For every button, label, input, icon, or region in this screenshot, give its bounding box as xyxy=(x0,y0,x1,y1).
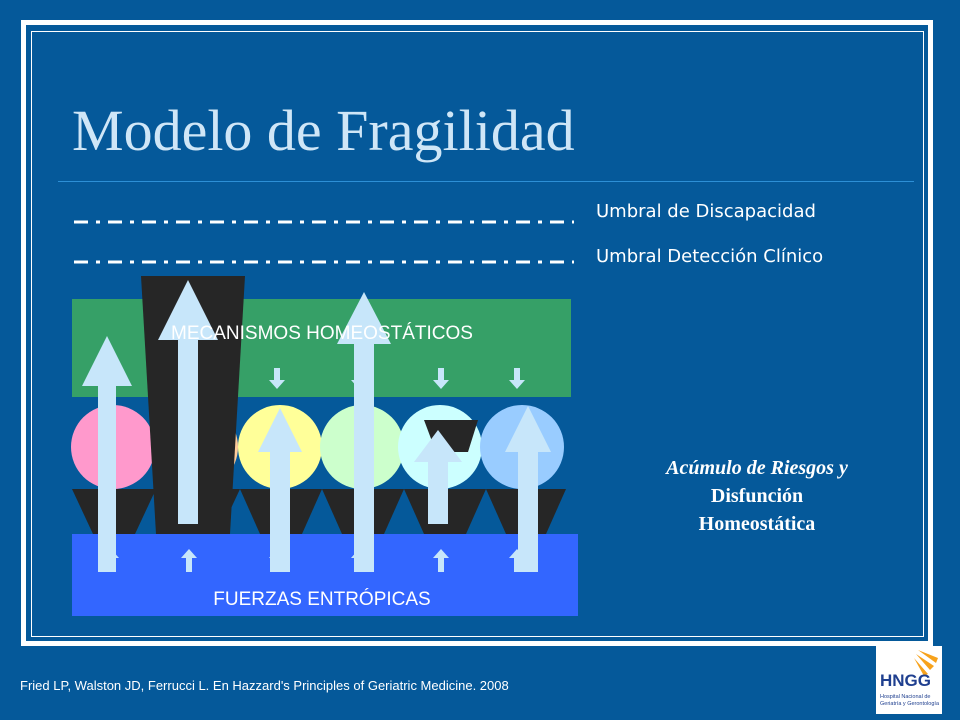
logo-text: HNGG xyxy=(880,671,931,690)
disability-threshold-label: Umbral de Discapacidad xyxy=(596,201,816,222)
down-arrow xyxy=(269,368,285,389)
down-arrow xyxy=(433,368,449,389)
hngg-logo: HNGG Hospital Nacional de Geriatría y Ge… xyxy=(876,646,942,714)
up-arrow xyxy=(181,549,197,572)
citation: Fried LP, Walston JD, Ferrucci L. En Haz… xyxy=(20,678,509,693)
large-arrow xyxy=(337,292,391,572)
large-arrow xyxy=(82,336,132,572)
slide-inner-frame xyxy=(31,31,924,637)
accumulation-line-3: Homeostática xyxy=(698,513,816,535)
entropic-large-arrows xyxy=(82,280,551,572)
logo-subtext-2: Geriatría y Gerontología xyxy=(880,701,940,707)
large-arrow xyxy=(505,406,551,572)
large-arrow xyxy=(158,280,218,524)
entropic-band-label: FUERZAS ENTRÓPICAS xyxy=(213,589,431,610)
down-arrow xyxy=(509,368,525,389)
accumulation-text: Acúmulo de Riesgos y Disfunción Homeostá… xyxy=(626,454,888,538)
up-arrow xyxy=(433,549,449,572)
slide-outer-frame xyxy=(21,20,933,646)
slide-title: Modelo de Fragilidad xyxy=(72,98,575,163)
funnel-group xyxy=(72,489,566,534)
large-arrow xyxy=(414,430,462,524)
accumulation-line-1: Acúmulo de Riesgos y xyxy=(666,457,848,479)
homeostatic-band-label: MECANISMOS HOMEOSTÁTICOS xyxy=(171,323,473,344)
title-underline xyxy=(58,181,914,182)
logo-subtext-1: Hospital Nacional de xyxy=(880,694,930,700)
reserve-circles xyxy=(71,405,564,489)
large-arrow xyxy=(258,408,302,572)
entropic-band xyxy=(72,534,578,616)
hngg-logo-mark: HNGG Hospital Nacional de Geriatría y Ge… xyxy=(880,650,940,707)
clinical-threshold-label: Umbral Detección Clínico xyxy=(596,246,824,267)
accumulation-line-2: Disfunción xyxy=(710,485,804,507)
